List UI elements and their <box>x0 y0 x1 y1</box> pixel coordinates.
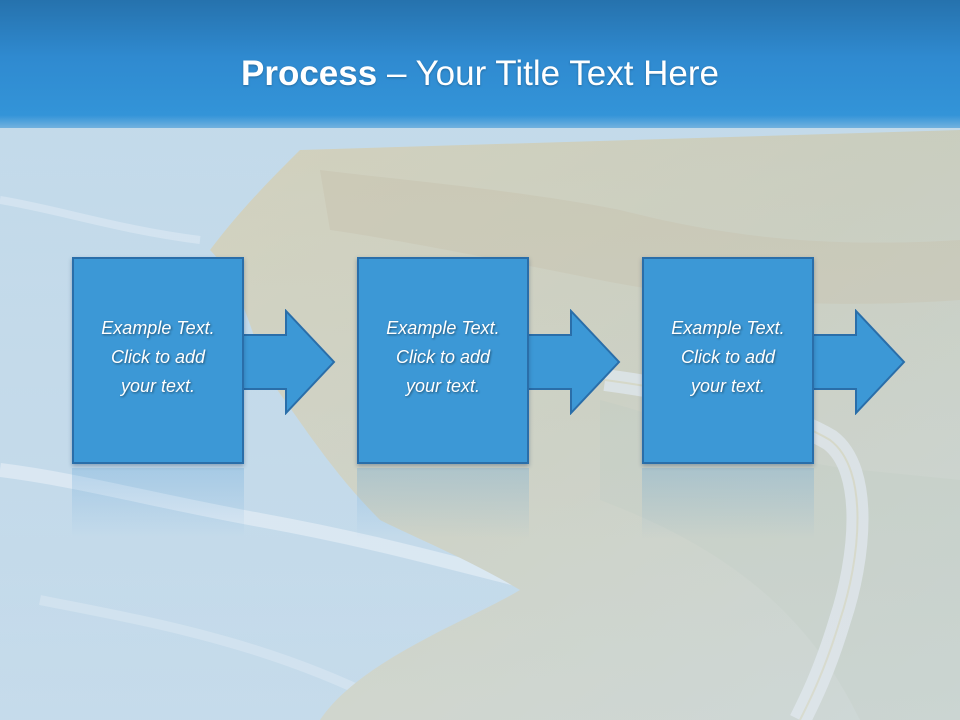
process-step-2-box[interactable]: Example Text. Click to add your text. <box>357 257 529 464</box>
arrow-right-icon <box>526 309 621 415</box>
title-rest-text: – Your Title Text Here <box>377 54 719 93</box>
process-step-1-box[interactable]: Example Text. Click to add your text. <box>72 257 244 464</box>
title-bar <box>0 0 960 128</box>
title-bold-word: Process <box>241 54 378 93</box>
process-step-3-text[interactable]: Example Text. Click to add your text. <box>671 318 785 396</box>
arrow-right-icon <box>241 309 336 415</box>
process-step-3-box[interactable]: Example Text. Click to add your text. <box>642 257 814 464</box>
step-2-reflection <box>357 468 529 538</box>
step-3-reflection <box>642 468 814 538</box>
process-step-2-text[interactable]: Example Text. Click to add your text. <box>386 318 500 396</box>
step-1-reflection <box>72 468 244 538</box>
slide-title[interactable]: Process – Your Title Text Here <box>0 52 960 96</box>
arrow-right-icon <box>811 309 906 415</box>
process-step-1-text[interactable]: Example Text. Click to add your text. <box>101 318 215 396</box>
